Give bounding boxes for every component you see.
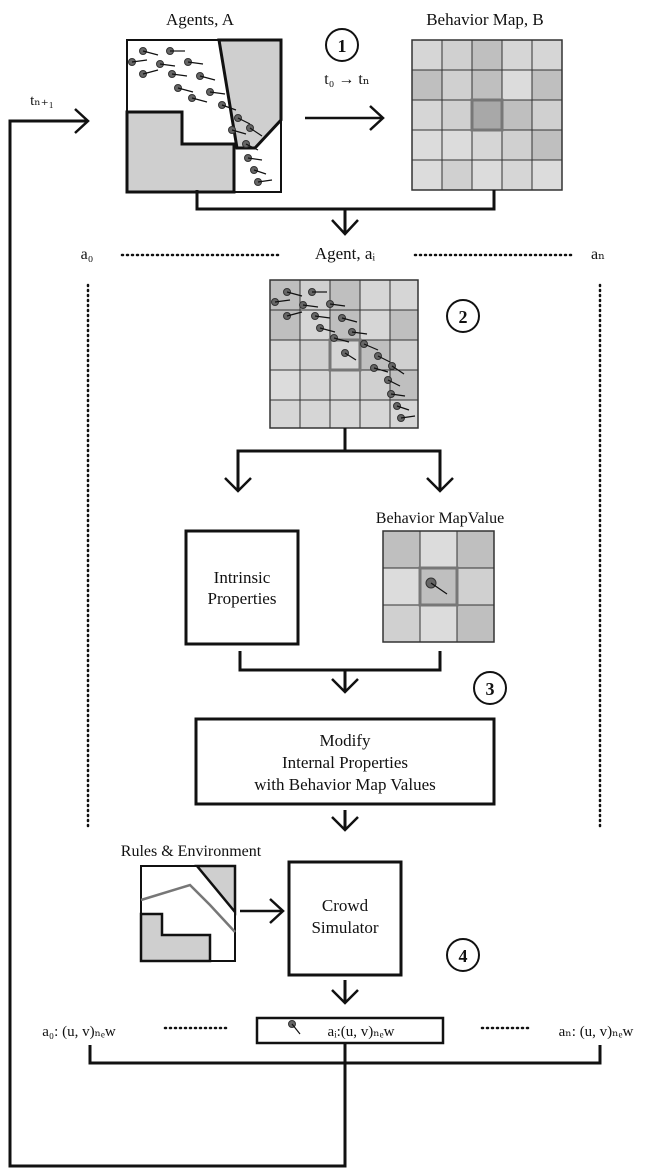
behavior-map-grid (411, 39, 563, 191)
feedback-loop-arrow (8, 108, 347, 1168)
rules-environment-label: Rules & Environment (121, 843, 262, 860)
merge-bracket-top (195, 190, 496, 236)
step-1-arrow (305, 105, 385, 131)
arrow-env-to-simulator (240, 898, 285, 924)
step-4-badge: 4 (446, 938, 480, 972)
crowd-simulator-box: Crowd Simulator (287, 860, 403, 977)
svg-text:Simulator: Simulator (311, 918, 378, 937)
svg-text:Modify: Modify (320, 731, 372, 750)
svg-text:2: 2 (459, 307, 468, 327)
svg-text:Crowd: Crowd (322, 896, 369, 915)
merge-bracket-bottom (88, 1043, 602, 1065)
split-bracket (224, 428, 454, 493)
svg-text:Intrinsic: Intrinsic (214, 568, 271, 587)
agent-i-label: Agent, aᵢ (315, 244, 376, 263)
agent-map-overlay (269, 279, 419, 429)
behavior-map-label: Behavior Map, B (426, 10, 544, 29)
arrow-to-output (331, 980, 359, 1005)
svg-text:Properties: Properties (208, 589, 277, 608)
a0-output-label: a₀: (u, v)ₙₑw (42, 1024, 116, 1040)
behavior-map-value-label: Behavior MapValue (376, 510, 504, 527)
arrow-to-simulator (331, 810, 359, 832)
step-2-badge: 2 (446, 299, 480, 333)
agents-map (125, 38, 283, 194)
svg-text:4: 4 (459, 946, 468, 966)
svg-text:1: 1 (338, 36, 347, 56)
modify-properties-box: Modify Internal Properties with Behavior… (194, 717, 496, 806)
merge-bracket-middle (238, 651, 442, 694)
an-output-label: aₙ: (u, v)ₙₑw (559, 1024, 634, 1040)
overlay-agent-markers (271, 288, 416, 422)
t-next-label: tₙ₊₁ (30, 93, 54, 109)
intrinsic-properties-box: Intrinsic Properties (184, 529, 300, 646)
behavior-map-value-grid (382, 530, 495, 643)
step-3-badge: 3 (473, 671, 507, 705)
svg-text:Internal Properties: Internal Properties (282, 753, 408, 772)
svg-text:with Behavior Map Values: with Behavior Map Values (254, 775, 435, 794)
rules-environment-map (139, 864, 237, 963)
svg-text:aᵢ:(u, v)ₙₑw: aᵢ:(u, v)ₙₑw (328, 1024, 395, 1040)
time-step-label: t₀ → tₙ (324, 71, 369, 88)
svg-text:3: 3 (486, 679, 495, 699)
agent-markers (128, 47, 273, 186)
an-label: aₙ (591, 246, 605, 263)
step-1-badge: 1 (325, 28, 359, 62)
agents-label: Agents, A (166, 10, 235, 29)
ai-output-box: aᵢ:(u, v)ₙₑw (255, 1016, 445, 1045)
a0-label: a₀ (81, 246, 94, 263)
